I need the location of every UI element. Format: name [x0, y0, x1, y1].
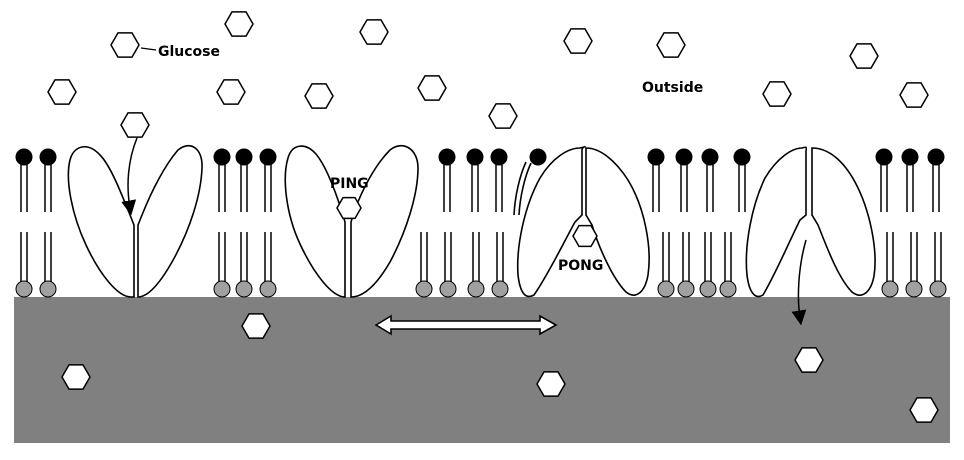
lipid-head-inner [213, 280, 231, 298]
transporter-2-right-subunit [350, 144, 419, 298]
transporter-open-outside [67, 144, 203, 298]
lipid-head-outer [15, 148, 33, 166]
hexagon-icon [417, 75, 447, 101]
outside-label: Outside [642, 80, 703, 96]
transporter-2-left-subunit [284, 145, 346, 298]
glucose-label: Glucose [158, 44, 220, 60]
hexagon-icon [488, 103, 518, 129]
lipid-head-inner [259, 280, 277, 298]
lipid-head-inner [657, 280, 675, 298]
glucose-molecules [47, 11, 939, 423]
lipid-head-inner [905, 280, 923, 298]
lipid-head-outer [438, 148, 456, 166]
lipid-head-inner [699, 280, 717, 298]
hexagon-icon [241, 313, 271, 339]
hexagon-icon [762, 81, 792, 107]
hexagon-icon [304, 83, 334, 109]
transporter-open-inside-pong [513, 145, 650, 298]
lipid-head-inner [491, 280, 509, 298]
hexagon-icon [536, 371, 566, 397]
release-arrow [791, 239, 807, 326]
lipid-head-inner [677, 280, 695, 298]
transporter-1-left-subunit [67, 146, 135, 298]
lipid-head-inner [39, 280, 57, 298]
lipid-head-outer [466, 148, 484, 166]
glucose-pointer-line [140, 47, 157, 51]
lipid-head-inner [467, 280, 485, 298]
lipid-head-outer [927, 148, 945, 166]
hexagon-icon [61, 364, 91, 390]
flipping-lipid-tail [513, 161, 532, 216]
pong-label: PONG [558, 258, 603, 274]
hexagon-icon [899, 82, 929, 108]
lipid-head-outer [235, 148, 253, 166]
lipid-head-outer [901, 148, 919, 166]
lipid-head-outer [39, 148, 57, 166]
hexagon-icon [359, 19, 389, 45]
transporter-open-outside-ping [284, 144, 419, 298]
transporter-4-left-subunit [745, 146, 808, 298]
lipid-head-outer [675, 148, 693, 166]
lipid-head-inner [719, 280, 737, 298]
transporter-3-right-subunit [585, 147, 650, 296]
hexagon-icon [336, 196, 362, 220]
lipid-head-inner [439, 280, 457, 298]
lipid-head-inner [881, 280, 899, 298]
lipid-head-inner [415, 280, 433, 298]
hexagon-icon [110, 32, 140, 58]
lipid-head-outer [647, 148, 665, 166]
hexagon-icon [563, 28, 593, 54]
lipid-head-outer [701, 148, 719, 166]
lipid-head-inner [15, 280, 33, 298]
lipid-head-inner [929, 280, 947, 298]
ping-label: PING [330, 176, 369, 192]
lipid-head-flipping [529, 148, 547, 166]
hexagon-icon [47, 79, 77, 105]
lipid-head-inner [235, 280, 253, 298]
transporter-4-right-subunit [811, 147, 876, 296]
hexagon-icon [216, 79, 246, 105]
hexagon-icon [572, 224, 598, 248]
lipid-head-outer [490, 148, 508, 166]
hexagon-icon [849, 43, 879, 69]
lipid-head-outer [733, 148, 751, 166]
transporter-1-right-subunit [137, 144, 203, 298]
hexagon-icon [656, 32, 686, 58]
transporter-3-left-subunit [516, 145, 586, 298]
lipid-head-outer [875, 148, 893, 166]
hexagon-icon [120, 112, 150, 138]
uptake-arrow [121, 137, 138, 216]
hexagon-icon [224, 11, 254, 37]
transporter-open-inside [745, 146, 876, 298]
hexagon-icon [909, 397, 939, 423]
double-arrow-icon [374, 314, 558, 336]
hexagon-icon [794, 347, 824, 373]
lipid-head-outer [213, 148, 231, 166]
lipid-head-outer [259, 148, 277, 166]
lipid-bilayer [15, 148, 947, 298]
